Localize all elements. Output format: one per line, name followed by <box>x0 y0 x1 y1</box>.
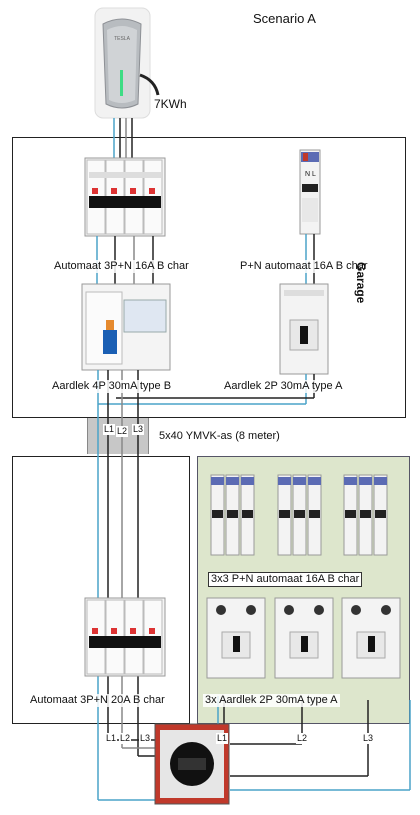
sub-phase-l1: L1 <box>216 733 229 744</box>
conduit-phase-l1: L1 <box>103 424 116 435</box>
rcd-4p-icon <box>81 283 171 371</box>
main-phase-l2: L2 <box>119 733 132 744</box>
cable-label: 5x40 YMVK-as (8 meter) <box>159 430 280 442</box>
sub-phase-l3: L3 <box>362 733 375 744</box>
label-rcd-2p: Aardlek 2P 30mA type A <box>222 380 345 393</box>
mcb-3pn-20a-icon <box>84 597 166 677</box>
rcd-2p-row-icon <box>206 597 401 679</box>
diagram-title: Scenario A <box>253 11 316 26</box>
mcb-row-9-icon <box>210 474 388 556</box>
conduit-phase-l3: L3 <box>132 424 145 435</box>
pn-terminal-n: N <box>305 171 310 178</box>
sub-phase-l2: L2 <box>296 733 309 744</box>
pn-terminal-l: L <box>312 171 316 178</box>
garage-panel <box>12 137 406 418</box>
charger-power-label: 7KWh <box>154 97 187 111</box>
main-phase-l3: L3 <box>139 733 152 744</box>
mcb-pn-16a-icon <box>299 149 321 235</box>
label-mcb-pn-16a: P+N automaat 16A B char <box>238 260 370 273</box>
mcb-3pn-16a-icon <box>84 157 166 237</box>
tesla-charger-icon: TESLA <box>94 7 160 119</box>
tesla-logo: TESLA <box>114 36 131 42</box>
label-mcb-3x3: 3x3 P+N automaat 16A B char <box>208 572 363 587</box>
rcd-2p-garage-icon <box>279 283 329 375</box>
label-rcd-3x: 3x Aardlek 2P 30mA type A <box>203 694 340 707</box>
label-mcb-3pn-20a: Automaat 3P+N 20A B char <box>28 694 167 707</box>
label-rcd-4p: Aardlek 4P 30mA type B <box>50 380 174 393</box>
garage-label: Garage <box>354 262 368 304</box>
label-mcb-3pn-16a: Automaat 3P+N 16A B char <box>52 260 191 273</box>
conduit-phase-l2: L2 <box>116 426 129 437</box>
main-phase-l1: L1 <box>105 733 118 744</box>
main-panel <box>12 456 190 724</box>
